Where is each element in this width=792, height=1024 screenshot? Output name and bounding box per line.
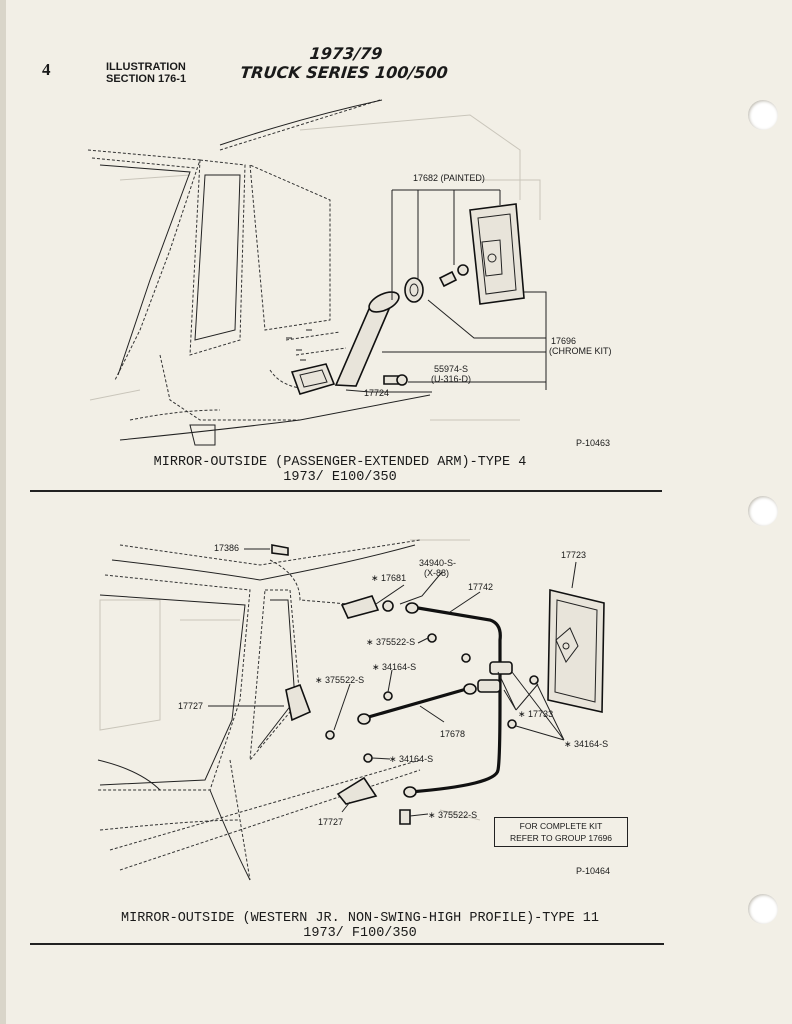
figure1-caption-line1: MIRROR-OUTSIDE (PASSENGER-EXTENDED ARM)-… [153,455,527,470]
label-375522-s-c: ∗ 375522-S [428,810,478,820]
page-number: 4 [42,60,51,79]
section-line-2: SECTION 176-1 [106,73,187,85]
label-17724: 17724 [364,388,390,398]
binder-hole-bottom [748,894,778,924]
label-17678: 17678 [440,729,466,739]
figure2-caption: MIRROR-OUTSIDE (WESTERN JR. NON-SWING-HI… [80,911,640,941]
label-55974-s: 55974-S [434,364,469,374]
label-17386: 17386 [214,543,240,553]
section-reference: ILLUSTRATION SECTION 176-1 [106,61,186,85]
page-edge [0,0,6,1024]
figure1-caption-line2: 1973/ E100/350 [283,470,397,485]
binder-hole-middle [748,496,778,526]
label-34164-s-a: ∗ 34164-S [372,662,417,672]
label-17682: 17682 (PAINTED) [413,173,485,183]
label-17733: ∗ 17733 [518,709,554,719]
label-17727-lower: 17727 [318,817,344,827]
label-17696: 17696 [551,336,577,346]
figure2-caption-line1: MIRROR-OUTSIDE (WESTERN JR. NON-SWING-HI… [121,911,599,926]
label-17681: ∗ 17681 [371,573,407,583]
kit-note-line2: REFER TO GROUP 17696 [509,833,613,843]
label-375522-s-b: ∗ 375522-S [315,675,365,685]
figure2-caption-line2: 1973/ F100/350 [303,926,417,941]
label-17727-left: 17727 [178,701,204,711]
label-375522-s-a: ∗ 375522-S [366,637,416,647]
label-34940-s: 34940-S- [419,558,457,568]
plate-number-2: P-10464 [576,866,611,876]
label-17723: 17723 [561,550,587,560]
label-x-88: (X-88) [424,568,450,578]
label-34164-s-b: ∗ 34164-S [389,754,434,764]
kit-note-line1: FOR COMPLETE KIT [519,821,603,831]
section-line-1: ILLUSTRATION [106,61,186,73]
label-17742: 17742 [468,582,494,592]
label-u-316-d: (U-316-D) [431,374,472,384]
figure2-divider [30,943,664,945]
figure1-caption: MIRROR-OUTSIDE (PASSENGER-EXTENDED ARM)-… [100,455,580,485]
complete-kit-note: FOR COMPLETE KIT REFER TO GROUP 17696 [494,817,628,847]
label-chrome-kit: (CHROME KIT) [549,346,612,356]
binder-hole-top [748,100,778,130]
figure1-divider [30,490,662,492]
plate-number-1: P-10463 [576,438,611,448]
label-34164-s-right: ∗ 34164-S [564,739,609,749]
